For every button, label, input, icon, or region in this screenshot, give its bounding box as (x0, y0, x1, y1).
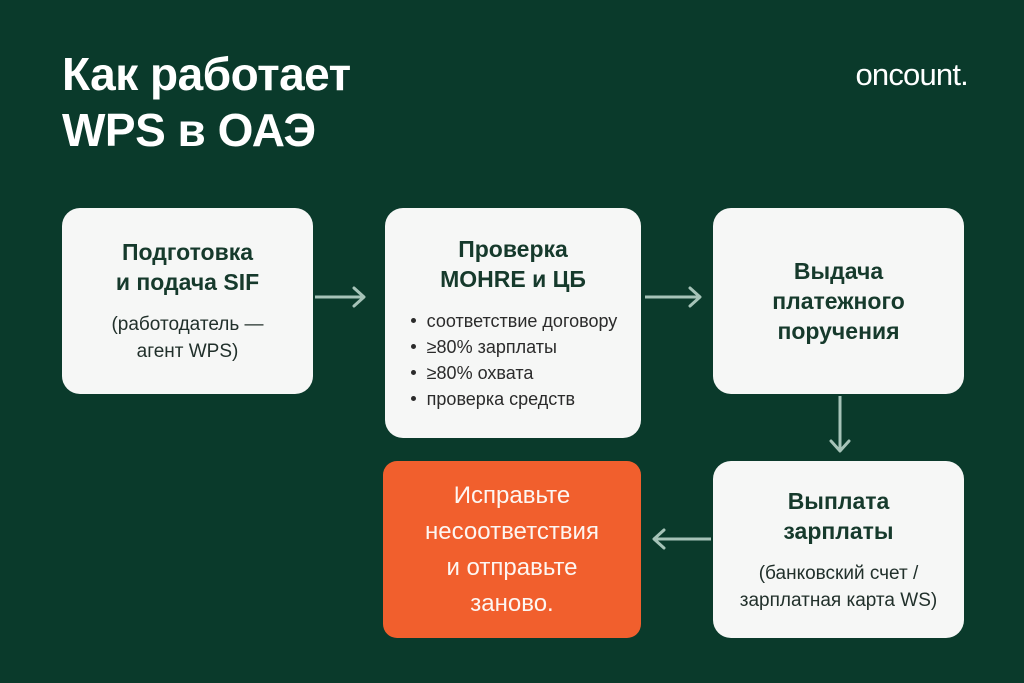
card-title: Выплата зарплаты (783, 487, 894, 544)
card-title: Исправьте несоответствия и отправьте зан… (425, 481, 599, 617)
flow-card-prepare: Подготовка и подача SIF (работодатель — … (62, 208, 313, 394)
flow-card-payout: Выплата зарплаты (банковский счет / зарп… (713, 461, 964, 638)
arrow-down-icon (824, 396, 856, 458)
flow-card-check: Проверка MOHRE и ЦБ соответствие договор… (385, 208, 641, 438)
bullet-dot-icon (410, 318, 416, 323)
card-subtitle: (работодатель — агент WPS) (111, 314, 264, 362)
flow-card-issue: Выдача платежного поручения (713, 208, 964, 394)
bullet-dot-icon (410, 344, 416, 349)
bullet-dot-icon (410, 396, 416, 401)
arrow-left-icon (647, 527, 711, 551)
check-criteria-list: соответствие договору ≥80% зарплаты ≥80%… (409, 308, 618, 412)
card-title: Выдача платежного поручения (772, 258, 905, 344)
bullet-dot-icon (410, 370, 416, 375)
list-item: проверка средств (409, 386, 618, 412)
list-item-label: ≥80% охвата (426, 363, 534, 383)
arrow-right-icon (315, 285, 371, 309)
card-title: Подготовка и подача SIF (115, 239, 260, 295)
page-title: Как работает WPS в ОАЭ (62, 48, 351, 156)
list-item: ≥80% зарплаты (409, 334, 618, 360)
list-item-label: соответствие договору (426, 311, 618, 331)
flow-card-fix: Исправьте несоответствия и отправьте зан… (383, 461, 641, 638)
card-title: Проверка MOHRE и ЦБ (440, 236, 586, 292)
list-item: соответствие договору (409, 308, 618, 334)
list-item-label: проверка средств (426, 389, 576, 409)
list-item-label: ≥80% зарплаты (426, 337, 557, 357)
card-subtitle: (банковский счет / зарплатная карта WS) (739, 562, 938, 611)
brand-logo: oncount. (855, 57, 968, 92)
arrow-right-icon (645, 285, 707, 309)
list-item: ≥80% охвата (409, 360, 618, 386)
